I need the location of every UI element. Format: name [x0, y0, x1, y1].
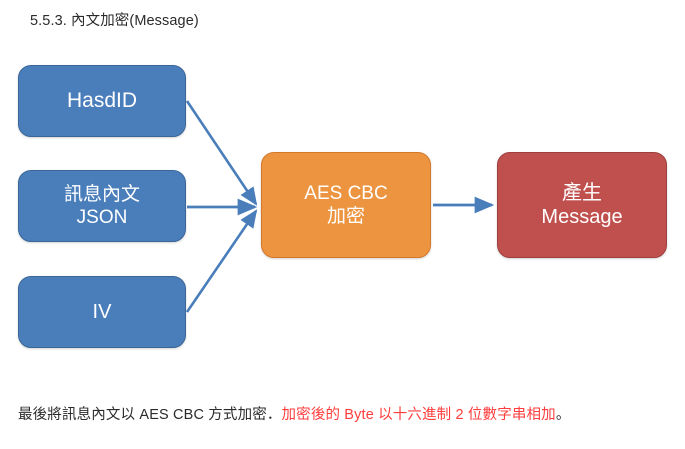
node-iv[interactable]: IV	[18, 276, 186, 348]
caption-part-1: 最後將訊息內文以 AES CBC 方式加密．	[18, 407, 282, 423]
caption-part-2-highlight: 加密後的 Byte 以十六進制 2 位數字串相加	[281, 407, 556, 423]
node-aes-cbc-encrypt[interactable]: AES CBC 加密	[261, 152, 431, 258]
connector-iv-to-aes	[185, 209, 258, 313]
node-generate-message-label: 產生 Message	[541, 181, 623, 228]
node-iv-label: IV	[92, 300, 112, 323]
node-message-body-json-label: 訊息內文 JSON	[63, 183, 140, 228]
node-aes-cbc-encrypt-label: AES CBC 加密	[304, 182, 388, 227]
node-hashid-label: HasdID	[66, 89, 138, 113]
connector-hashid-to-aes	[185, 100, 258, 206]
caption-text: 最後將訊息內文以 AES CBC 方式加密．加密後的 Byte 以十六進制 2 …	[18, 404, 570, 426]
page-heading: 5.5.3. 內文加密(Message)	[30, 13, 199, 29]
node-message-body-json[interactable]: 訊息內文 JSON	[18, 170, 186, 242]
node-hashid[interactable]: HasdID	[18, 65, 186, 137]
node-generate-message[interactable]: 產生 Message	[497, 152, 667, 258]
caption-part-3: 。	[555, 407, 571, 423]
